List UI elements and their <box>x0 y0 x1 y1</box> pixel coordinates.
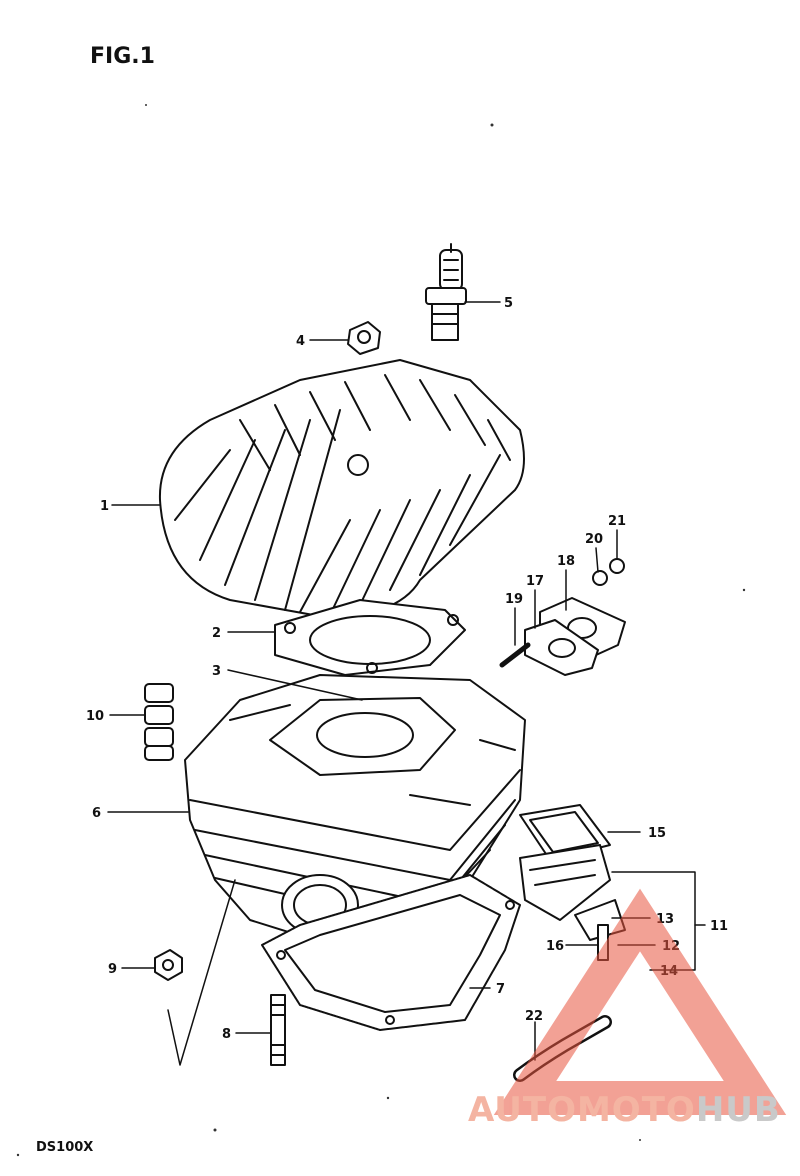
watermark-text-primary: AUTOMOTO <box>468 1090 696 1130</box>
callout-1: 1 <box>100 499 109 514</box>
callout-21: 21 <box>608 514 626 529</box>
spark-plug <box>425 243 467 341</box>
callout-6: 6 <box>92 806 101 821</box>
watermark-logo <box>493 888 787 1115</box>
reed-valve-assembly <box>519 804 626 961</box>
cylinder-base-gasket <box>261 874 521 1031</box>
figure-title: FIG.1 <box>90 44 155 69</box>
cylinder-base-stud <box>270 994 286 1066</box>
callout-11: 11 <box>710 919 728 934</box>
watermark-text-secondary: HUB <box>695 1090 781 1130</box>
callout-20: 20 <box>585 532 603 547</box>
callout-15: 15 <box>648 826 666 841</box>
callout-8: 8 <box>222 1027 231 1042</box>
model-code: DS100X <box>36 1140 94 1155</box>
callout-9: 9 <box>108 962 117 977</box>
cylinder-head-nut <box>347 321 381 355</box>
cylinder-nut <box>154 949 183 981</box>
callout-18: 18 <box>557 554 575 569</box>
callout-10: 10 <box>86 709 104 724</box>
callout-17: 17 <box>526 574 544 589</box>
head-gasket <box>274 599 466 676</box>
scan-specks <box>16 104 746 1157</box>
callout-5: 5 <box>504 296 513 311</box>
callout-19: 19 <box>505 592 523 607</box>
fin-damper-rubbers <box>144 683 174 761</box>
watermark-text: AUTOMOTOHUB <box>468 1090 781 1130</box>
callout-22: 22 <box>525 1009 543 1024</box>
callout-7: 7 <box>496 982 505 997</box>
cylinder-head <box>158 359 525 619</box>
callout-2: 2 <box>212 626 221 641</box>
callout-3: 3 <box>212 664 221 679</box>
callout-4: 4 <box>296 334 305 349</box>
callout-16: 16 <box>546 939 564 954</box>
manifold-flanges <box>499 558 626 676</box>
